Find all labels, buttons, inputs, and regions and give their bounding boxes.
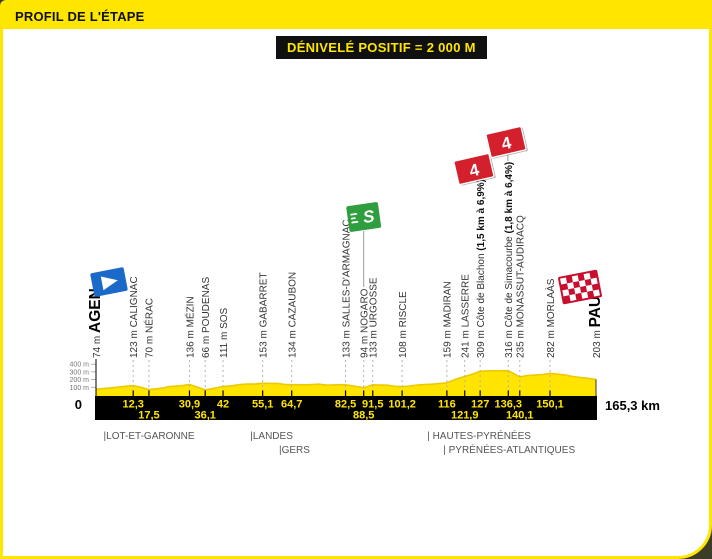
sprint-flag-icon: S	[346, 202, 382, 232]
waypoint-label: 235 m MONASSUT-AUDIRACQ	[516, 215, 527, 358]
km-distance-label: 121,9	[451, 410, 479, 422]
waypoint-label: 203 m PAU	[587, 296, 604, 358]
elevation-tick-label: 100 m	[70, 385, 90, 392]
elevation-tick-label: 400 m	[70, 362, 90, 369]
distance-axis-bar	[95, 396, 597, 420]
km-distance-label: 127	[471, 399, 489, 411]
km-distance-label: 12,3	[122, 399, 143, 411]
svg-text:66 m POUDENAS: 66 m POUDENAS	[201, 277, 212, 358]
km-distance-label: 91,5	[362, 399, 383, 411]
svg-text:S: S	[362, 207, 377, 227]
svg-text:282 m MORLAÀS: 282 m MORLAÀS	[544, 278, 557, 358]
waypoint-label: 70 m NÉRAC	[143, 298, 156, 358]
km-distance-label: 36,1	[194, 410, 215, 422]
svg-text:133 m SALLES-D'ARMAGNAC: 133 m SALLES-D'ARMAGNAC	[341, 219, 352, 358]
km-distance-label: 136,3	[495, 399, 523, 411]
svg-text:309 m Côte de Blachon (1,5 km: 309 m Côte de Blachon (1,5 km à 6,9%)	[476, 179, 487, 358]
km-distance-label: 101,2	[388, 399, 416, 411]
end-km-label: 165,3 km	[605, 398, 660, 413]
waypoint-label: 111 m SOS	[219, 307, 230, 358]
svg-text:203 m PAU: 203 m PAU	[587, 296, 604, 358]
svg-text:159 m MADIRAN: 159 m MADIRAN	[443, 281, 454, 358]
svg-text:111 m SOS: 111 m SOS	[219, 307, 230, 358]
km-distance-label: 30,9	[179, 399, 200, 411]
department-label: |LOT-ET-GARONNE	[104, 431, 195, 442]
svg-text:133 m URGOSSE: 133 m URGOSSE	[369, 277, 380, 358]
svg-text:235 m MONASSUT-AUDIRACQ: 235 m MONASSUT-AUDIRACQ	[516, 215, 527, 358]
svg-text:241 m LASSERRE: 241 m LASSERRE	[461, 274, 472, 358]
waypoint-label: 134 m CAZAUBON	[288, 272, 299, 358]
km-distance-label: 42	[217, 399, 229, 411]
depart-flag-icon	[90, 267, 128, 297]
km-distance-label: 140,1	[506, 410, 534, 422]
svg-text:136 m MÉZIN: 136 m MÉZIN	[183, 296, 196, 358]
start-km-label: 0	[75, 397, 82, 412]
km-distance-label: 55,1	[252, 399, 273, 411]
waypoint-label: 133 m SALLES-D'ARMAGNAC	[341, 219, 352, 358]
waypoint-label: 241 m LASSERRE	[461, 274, 472, 358]
km-distance-label: 150,1	[536, 399, 564, 411]
km-distance-label: 82,5	[335, 399, 356, 411]
department-label: |GERS	[279, 445, 310, 456]
elevation-tick-label: 300 m	[70, 369, 90, 376]
km-distance-label: 116	[438, 399, 456, 411]
waypoint-label: 66 m POUDENAS	[201, 277, 212, 358]
svg-text:316 m Côte de Simacourbe (1,8: 316 m Côte de Simacourbe (1,8 km à 6,4%)	[504, 162, 515, 358]
km-distance-label: 88,5	[353, 410, 374, 422]
page-header: PROFIL DE L'ÉTAPE	[3, 3, 709, 29]
svg-text:123 m CALIGNAC: 123 m CALIGNAC	[129, 276, 140, 358]
elevation-profile-area	[96, 370, 596, 397]
svg-text:153 m GABARRET: 153 m GABARRET	[258, 272, 269, 358]
waypoint-label: 74 m AGEN	[87, 288, 104, 358]
svg-text:134 m CAZAUBON: 134 m CAZAUBON	[288, 272, 299, 358]
category-4-climb-badge: 4	[453, 152, 496, 186]
department-label: | PYRÉNÉES-ATLANTIQUES	[443, 443, 575, 456]
elevation-gain-badge: DÉNIVELÉ POSITIF = 2 000 M	[276, 36, 487, 59]
waypoint-label: 316 m Côte de Simacourbe (1,8 km à 6,4%)	[504, 162, 515, 358]
department-label: | HAUTES-PYRÉNÉES	[427, 429, 531, 442]
svg-text:74 m AGEN: 74 m AGEN	[87, 288, 104, 358]
waypoint-label: 136 m MÉZIN	[183, 296, 196, 358]
waypoint-label: 309 m Côte de Blachon (1,5 km à 6,9%)	[476, 179, 487, 358]
waypoint-label: 282 m MORLAÀS	[544, 278, 557, 358]
km-distance-label: 17,5	[138, 410, 159, 422]
km-distance-label: 64,7	[281, 399, 302, 411]
page-title: PROFIL DE L'ÉTAPE	[15, 8, 145, 24]
finish-flag-icon	[558, 269, 602, 305]
svg-text:108 m RISCLE: 108 m RISCLE	[398, 291, 409, 358]
waypoint-label: 159 m MADIRAN	[443, 281, 454, 358]
svg-text:94 m NOGARO: 94 m NOGARO	[359, 288, 370, 358]
department-label: |LANDES	[250, 431, 293, 442]
category-4-climb-badge: 4	[485, 125, 528, 159]
waypoint-label: 123 m CALIGNAC	[129, 276, 140, 358]
waypoint-label: 133 m URGOSSE	[369, 277, 380, 358]
waypoint-label: 153 m GABARRET	[258, 272, 269, 358]
waypoint-label: 108 m RISCLE	[398, 291, 409, 358]
svg-text:70 m NÉRAC: 70 m NÉRAC	[143, 298, 156, 358]
elevation-tick-label: 200 m	[70, 377, 90, 384]
waypoint-label: 94 m NOGARO	[359, 288, 370, 358]
